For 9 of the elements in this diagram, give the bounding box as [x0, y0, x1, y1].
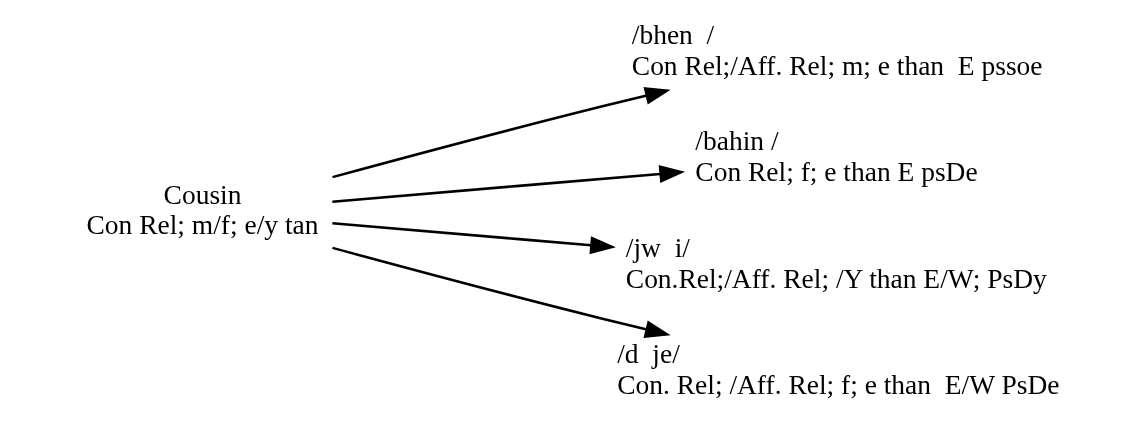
arrow: [331, 222, 616, 255]
arrow: [331, 165, 685, 203]
node-text: /d je/ Con. Rel; /Aff. Rel; f; e than E/W PsDe: [616, 339, 1059, 401]
node-text: /jw i/ Con.Rel;/Aff. Rel; /Y than E/W; PsDy: [625, 232, 1047, 294]
node-text: /bahin / Con Rel; f; e than E psDe: [694, 126, 978, 188]
node-text: /bhen / Con Rel;/Aff. Rel; m; e than E pssoe: [631, 19, 1043, 81]
arrow: [331, 86, 671, 179]
node-text: Cousin Con Rel; m/f; e/y tan: [86, 179, 318, 241]
arrow: [331, 246, 671, 339]
